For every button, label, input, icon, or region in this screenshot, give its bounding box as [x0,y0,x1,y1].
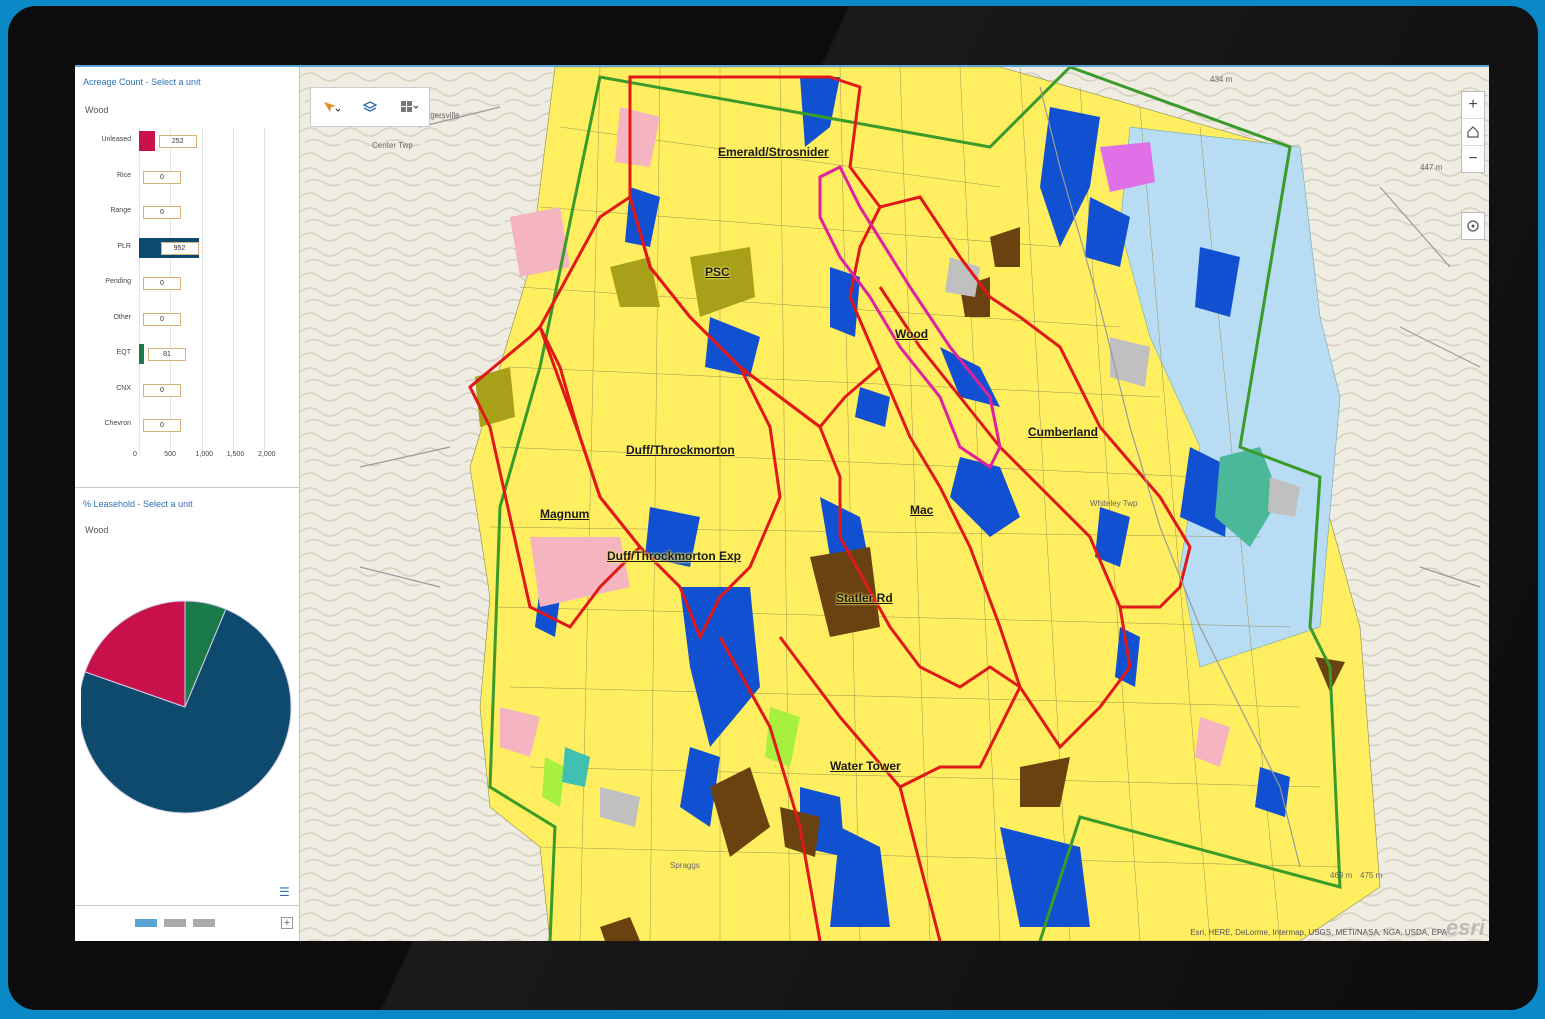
esri-logo[interactable]: esri [1445,915,1485,940]
unit-label-magnum[interactable]: Magnum [540,507,590,521]
bar-gridline [264,127,265,455]
place-label-whiteley-twp: Whiteley Twp [1090,499,1138,508]
unit-label-wood[interactable]: Wood [895,327,929,341]
minus-icon: − [1468,150,1478,167]
green-parcels [542,447,1280,807]
unit-label-statler-rd[interactable]: Statler Rd [836,591,893,605]
page-indicator-3[interactable] [193,919,215,927]
select-tool-icon [323,102,340,112]
bar-value-label: 0 [143,312,181,326]
bar-value-label: 0 [143,277,181,290]
select-tool-button[interactable] [317,96,345,118]
map-attribution[interactable]: Esri, HERE, DeLorme, Intermap, USGS, MET… [1190,928,1447,937]
layers-button[interactable] [356,96,384,118]
bar-category-label: Chevron [104,420,131,427]
wood-unit-outline[interactable] [818,164,1002,470]
bar-value-label: 0 [143,419,181,432]
place-label-rogersville: Rogersville [420,111,460,120]
bar-category-label: Unleased [101,136,131,143]
elevation-label-434: 434 m [1210,75,1233,84]
pink-parcels [500,107,1230,767]
place-label-center-twp: Center Twp [372,141,413,150]
map-toolbar [310,87,430,127]
zoom-in-button[interactable]: + [1462,92,1484,119]
panel-divider [75,487,299,488]
unit-label-emerald-strosnider[interactable]: Emerald/Strosnider [718,145,829,159]
elevation-label-447: 447 m [1420,163,1443,172]
unit-label-water-tower[interactable]: Water Tower [830,759,901,773]
light-blue-parcels [1119,126,1341,668]
bar-category-label: Range [110,207,131,214]
bar-category-label: Pending [105,278,131,285]
grey-parcels [600,257,1300,827]
bar-axis-tick: 500 [164,450,176,458]
bar-eqt[interactable] [139,344,145,364]
footer-divider [75,905,299,906]
bar-panel-title[interactable]: Acreage Count - Select a unit [83,77,201,87]
bar-category-label: EQT [116,349,131,356]
bar-gridline [201,127,203,455]
bar-value-label: 0 [143,206,181,219]
list-icon[interactable]: ☰ [279,885,290,899]
unit-label-mac[interactable]: Mac [910,503,934,517]
bar-value-label: 0 [143,170,181,184]
zoom-out-button[interactable]: − [1462,146,1484,172]
locate-icon [1467,220,1479,232]
app-screen: Acreage Count - Select a unit Wood Unlea… [75,65,1489,941]
bar-category-label: Other [113,313,131,321]
magenta-parcel [1100,142,1155,192]
pie-slice-plr[interactable] [81,608,292,814]
expand-icon[interactable]: + [281,917,293,929]
bar-gridline [170,127,172,455]
pie-panel-unit: Wood [85,525,109,535]
pie-panel-title[interactable]: % Leasehold - Select a unit [83,499,193,509]
bar-value-label: 952 [160,241,199,255]
basemap-button[interactable] [395,96,423,118]
unit-label-psc[interactable]: PSC [705,265,730,279]
bar-category-label: CNX [116,384,131,392]
plus-icon: + [1468,96,1478,113]
bar-category-label: Rice [116,171,131,179]
bar-value-label: 252 [158,135,197,148]
unit-outlines [468,75,1192,941]
bar-gridline [139,127,140,455]
bar-axis-tick: 2,000 [258,450,276,458]
sidebar: Acreage Count - Select a unit Wood Unlea… [75,67,300,941]
elevation-label-475: 475 m [1360,871,1383,880]
pie-slice-unleased[interactable] [84,600,186,708]
bar-axis-tick: 1,000 [195,450,214,458]
zoom-controls: + − [1461,91,1485,173]
leasehold-pie-chart[interactable] [81,567,295,853]
home-icon [1467,126,1479,138]
bar-axis-tick: 1,500 [226,450,245,458]
basemap-gallery-icon [401,101,419,112]
unit-label-duff-throckmorton-exp[interactable]: Duff/Throckmorton Exp [607,549,741,563]
elevation-label-469: 469 m [1330,871,1353,880]
olive-parcels [475,247,755,427]
bar-category-label: PLR [117,242,131,250]
map-view[interactable]: Emerald/Strosnider PSC Wood Cumberland D… [300,67,1489,941]
page-indicator-2[interactable] [164,919,186,927]
page-indicator-1[interactable] [135,919,157,927]
roads [359,86,1481,868]
bar-value-label: 0 [143,383,181,397]
home-button[interactable] [1462,119,1484,146]
locate-button[interactable] [1461,212,1485,240]
map-canvas[interactable] [300,67,1489,941]
bar-gridline [232,127,234,455]
bar-value-label: 81 [148,348,187,361]
bar-panel-unit: Wood [85,105,109,115]
layers-icon [362,101,377,112]
bar-axis-tick: 0 [133,450,137,458]
tablet-frame: Acreage Count - Select a unit Wood Unlea… [8,6,1538,1010]
unit-label-cumberland[interactable]: Cumberland [1028,425,1099,439]
unit-label-duff-throckmorton[interactable]: Duff/Throckmorton [626,443,735,457]
lease-boundary-green [488,67,1342,941]
bar-unleased[interactable] [139,131,155,151]
place-label-spraggs: Spraggs [670,861,700,870]
